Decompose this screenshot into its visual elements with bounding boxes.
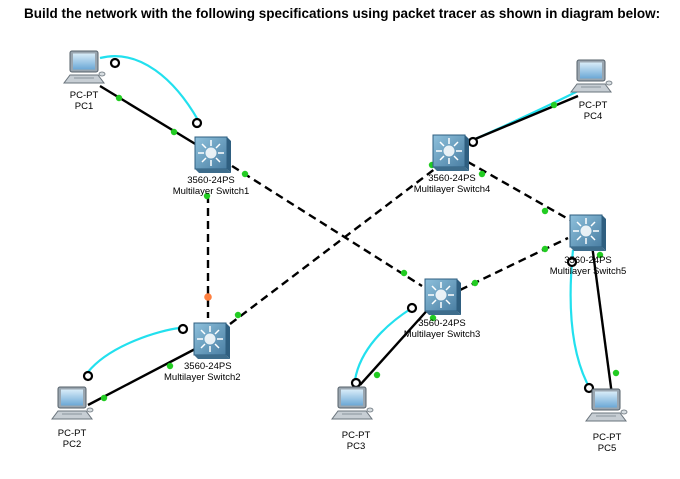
pc5-icon[interactable] <box>585 388 628 422</box>
switch5-model: 3560-24PS <box>564 255 612 266</box>
link-switch4-switch5 <box>467 160 571 222</box>
switch1-icon[interactable] <box>194 136 232 174</box>
link-pc2-switch2 <box>87 346 198 407</box>
pc4-name: PC4 <box>583 111 603 122</box>
console-cable-pc1-switch1 <box>99 55 199 121</box>
straight-cables <box>87 84 614 407</box>
pc1-icon[interactable] <box>63 50 106 84</box>
switch3-icon[interactable] <box>424 278 462 316</box>
link-up-lights <box>100 94 620 402</box>
switch2-icon[interactable] <box>193 322 231 360</box>
switch1-label: 3560-24PS Multilayer Switch1 <box>158 175 264 197</box>
pc4-type: PC-PT <box>578 100 608 111</box>
pc1-name: PC1 <box>74 101 94 112</box>
switch4-label: 3560-24PS Multilayer Switch4 <box>398 173 506 195</box>
pc4-icon[interactable] <box>570 59 613 93</box>
pc1-type: PC-PT <box>69 90 99 101</box>
pc2-type: PC-PT <box>57 428 87 439</box>
link-pc5-switch5 <box>590 244 614 396</box>
pc3-label: PC-PT PC3 <box>333 430 379 452</box>
pc1-label: PC-PT PC1 <box>61 90 107 112</box>
pc3-name: PC3 <box>346 441 366 452</box>
console-cables <box>87 55 589 386</box>
console-cable-pc3-switch3 <box>353 307 413 381</box>
switch5-label: 3560-24PS Multilayer Switch5 <box>535 255 641 277</box>
switch4-icon[interactable] <box>432 134 470 172</box>
switch5-icon[interactable] <box>569 214 607 252</box>
switch1-name: Multilayer Switch1 <box>172 186 250 197</box>
link-switch1-switch3 <box>231 164 423 288</box>
link-pc1-switch1 <box>99 84 198 147</box>
pc5-type: PC-PT <box>592 432 622 443</box>
pc5-label: PC-PT PC5 <box>584 432 630 454</box>
console-port-rings <box>82 57 595 394</box>
switch4-name: Multilayer Switch4 <box>413 184 491 195</box>
pc2-icon[interactable] <box>51 386 94 420</box>
switch2-label: 3560-24PS Multilayer Switch2 <box>164 361 274 383</box>
link-pc4-switch4 <box>467 94 579 144</box>
console-cable-pc2-switch2 <box>87 326 181 373</box>
pc5-name: PC5 <box>597 443 617 454</box>
pc3-icon[interactable] <box>331 386 374 420</box>
link-down-light <box>204 293 212 301</box>
switch5-name: Multilayer Switch5 <box>549 266 627 277</box>
switch4-model: 3560-24PS <box>428 173 476 184</box>
switch1-model: 3560-24PS <box>187 175 235 186</box>
link-switch3-switch5 <box>459 236 569 292</box>
switch3-name: Multilayer Switch3 <box>403 329 481 340</box>
crossover-cables <box>206 160 571 325</box>
switch3-model: 3560-24PS <box>418 318 466 329</box>
link-pc3-switch3 <box>359 304 433 386</box>
link-switch2-switch4 <box>229 164 441 325</box>
pc2-name: PC2 <box>62 439 82 450</box>
pc4-label: PC-PT PC4 <box>570 100 616 122</box>
switch2-name: Multilayer Switch2 <box>164 372 241 383</box>
instruction-text: Build the network with the following spe… <box>24 6 661 21</box>
link-lights <box>100 94 620 402</box>
pc2-label: PC-PT PC2 <box>49 428 95 450</box>
switch3-label: 3560-24PS Multilayer Switch3 <box>388 318 496 340</box>
pc3-type: PC-PT <box>341 430 371 441</box>
switch2-model: 3560-24PS <box>184 361 232 372</box>
